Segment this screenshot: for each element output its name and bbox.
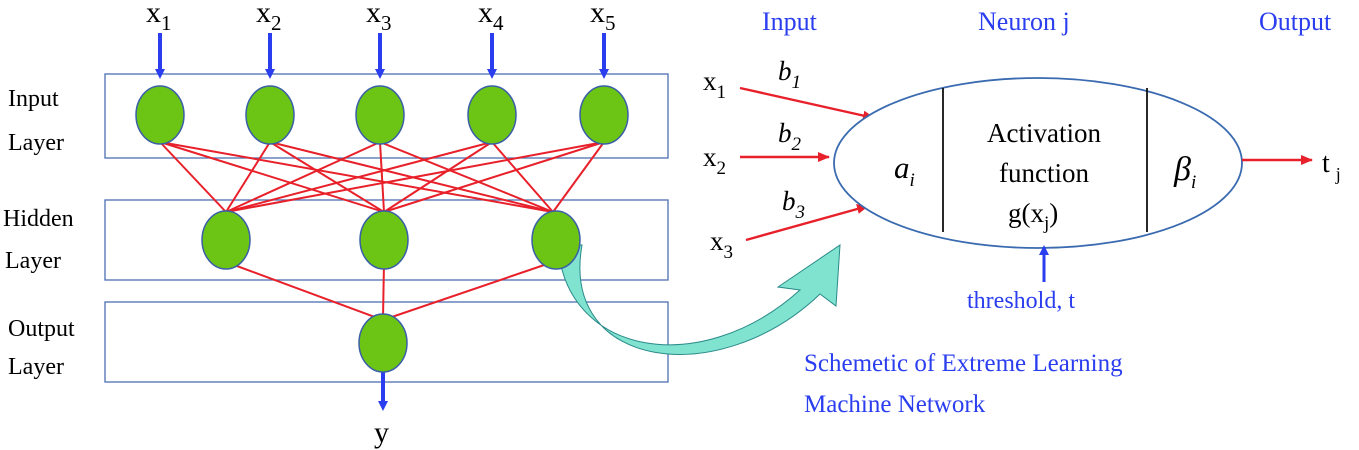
network-input-labels: x1 x2 x3 x4 x5 bbox=[146, 0, 616, 35]
hidden-node bbox=[359, 210, 409, 270]
input-arrows bbox=[155, 33, 609, 79]
neuron-input-x2: x2 bbox=[703, 142, 726, 179]
curved-arrow bbox=[557, 244, 841, 355]
hidden-node bbox=[201, 210, 251, 270]
neuron-input-x1: x1 bbox=[703, 66, 726, 103]
activation-label: Activation bbox=[987, 118, 1101, 148]
header-input: Input bbox=[762, 7, 818, 36]
weight-b3: b3 bbox=[782, 186, 805, 223]
neuron-input-x3: x3 bbox=[710, 226, 733, 263]
output-layer-box bbox=[104, 301, 669, 383]
neuron-headers: Input Neuron j Output bbox=[762, 7, 1332, 36]
input-label: x5 bbox=[590, 0, 616, 35]
input-layer-label-1: Input bbox=[8, 86, 59, 112]
neuron-input-arrows bbox=[739, 86, 875, 242]
input-node bbox=[135, 85, 185, 145]
input-node bbox=[245, 85, 295, 145]
input-node bbox=[355, 85, 405, 145]
output-label: y bbox=[374, 416, 389, 449]
input-label: x4 bbox=[478, 0, 504, 35]
input-hidden-edges bbox=[159, 141, 605, 213]
header-neuron: Neuron j bbox=[978, 7, 1070, 36]
output-node bbox=[358, 313, 408, 373]
weight-labels: b1 b2 b3 bbox=[778, 56, 805, 223]
g-label: g(xj) bbox=[1008, 198, 1058, 234]
input-label: x2 bbox=[256, 0, 282, 35]
input-label: x1 bbox=[146, 0, 172, 35]
hidden-layer-box bbox=[104, 199, 669, 281]
caption-line-2: Machine Network bbox=[804, 391, 986, 418]
caption-line-1: Schemetic of Extreme Learning bbox=[804, 350, 1123, 377]
output-layer-label-1: Output bbox=[8, 316, 75, 342]
output-layer-label-2: Layer bbox=[8, 354, 64, 380]
function-label: function bbox=[999, 158, 1089, 188]
hidden-output-edges bbox=[225, 261, 554, 321]
hidden-layer-label-1: Hidden bbox=[3, 206, 74, 232]
neuron-input-labels: x1 x2 x3 bbox=[703, 66, 733, 263]
hidden-layer-label-2: Layer bbox=[5, 248, 61, 274]
header-output: Output bbox=[1259, 7, 1332, 36]
weight-b1: b1 bbox=[778, 56, 801, 93]
input-label: x3 bbox=[366, 0, 392, 35]
input-layer-label-2: Layer bbox=[8, 130, 64, 156]
hidden-nodes bbox=[201, 210, 581, 270]
weight-b2: b2 bbox=[778, 118, 802, 155]
input-node bbox=[467, 85, 517, 145]
a-i-label: ai bbox=[894, 150, 915, 191]
layer-labels: Input Layer Hidden Layer Output Layer bbox=[3, 86, 75, 380]
neuron-ellipse bbox=[833, 77, 1243, 249]
hidden-node bbox=[531, 210, 581, 270]
beta-label: βi bbox=[1173, 151, 1196, 193]
input-node bbox=[579, 85, 629, 145]
input-nodes bbox=[135, 85, 629, 145]
input-layer-box bbox=[104, 73, 669, 159]
threshold-label: threshold, t bbox=[967, 288, 1075, 314]
